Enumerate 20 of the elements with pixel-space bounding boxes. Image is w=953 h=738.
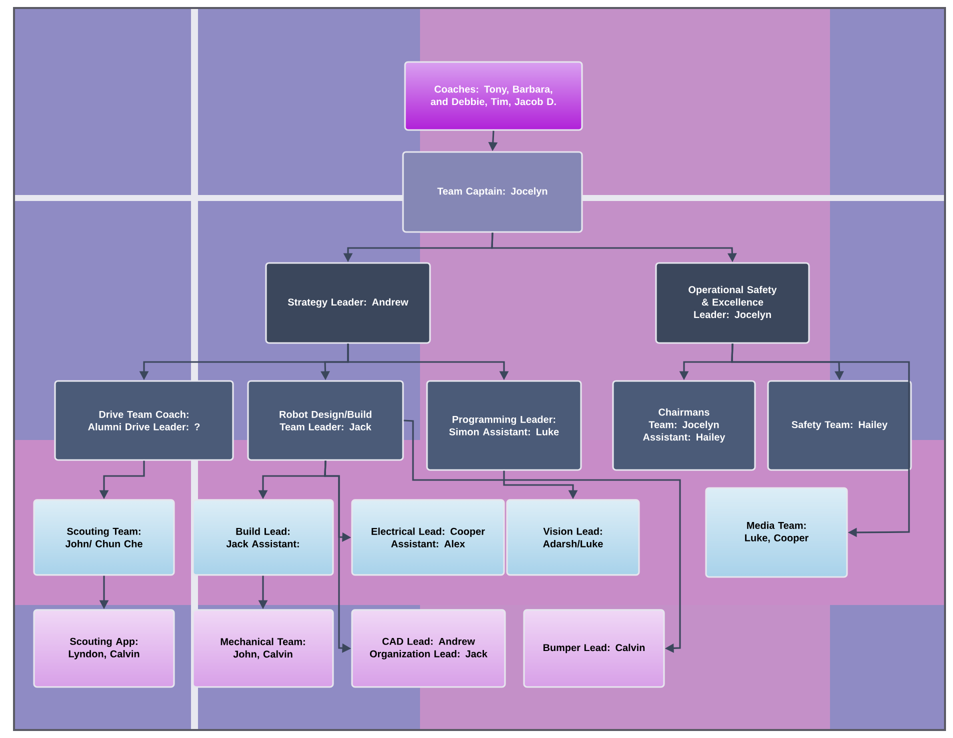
org-box: Bumper Lead: Calvin: [523, 609, 665, 688]
org-box: Vision Lead: Adarsh/Luke: [506, 499, 640, 576]
arrow: [731, 344, 910, 538]
org-box: Operational Safety & Excellence Leader: Jocelyn: [655, 262, 810, 344]
org-box: Coaches: Tony, Barbara, and Debbie, Tim, Jacob D.: [404, 61, 583, 131]
org-box: Electrical Lead: Cooper Assistant: Alex: [351, 499, 505, 576]
org-box: Safety Team: Hailey: [767, 380, 912, 471]
org-box: Team Captain: Jocelyn: [402, 151, 583, 233]
org-box: Chairmans Team: Jocelyn Assistant: Hailey: [612, 380, 756, 471]
org-box: Build Lead: Jack Assistant:: [192, 499, 334, 576]
org-box: Scouting App: Lyndon, Calvin: [33, 609, 175, 688]
org-box: Strategy Leader: Andrew: [265, 262, 431, 344]
org-box: Drive Team Coach: Alumni Drive Leader: ?: [54, 380, 234, 461]
org-box: Robot Design/Build Team Leader: Jack: [247, 380, 404, 461]
org-box: Mechanical Team: John, Calvin: [192, 609, 334, 688]
arrow: [404, 420, 681, 653]
org-box: Scouting Team: John/ Chun Che: [33, 499, 175, 576]
org-box: Programming Leader: Simon Assistant: Luke: [426, 380, 582, 471]
org-box: CAD Lead: Andrew Organization Lead: Jack: [351, 609, 506, 688]
org-box: Media Team: Luke, Cooper: [705, 487, 848, 578]
